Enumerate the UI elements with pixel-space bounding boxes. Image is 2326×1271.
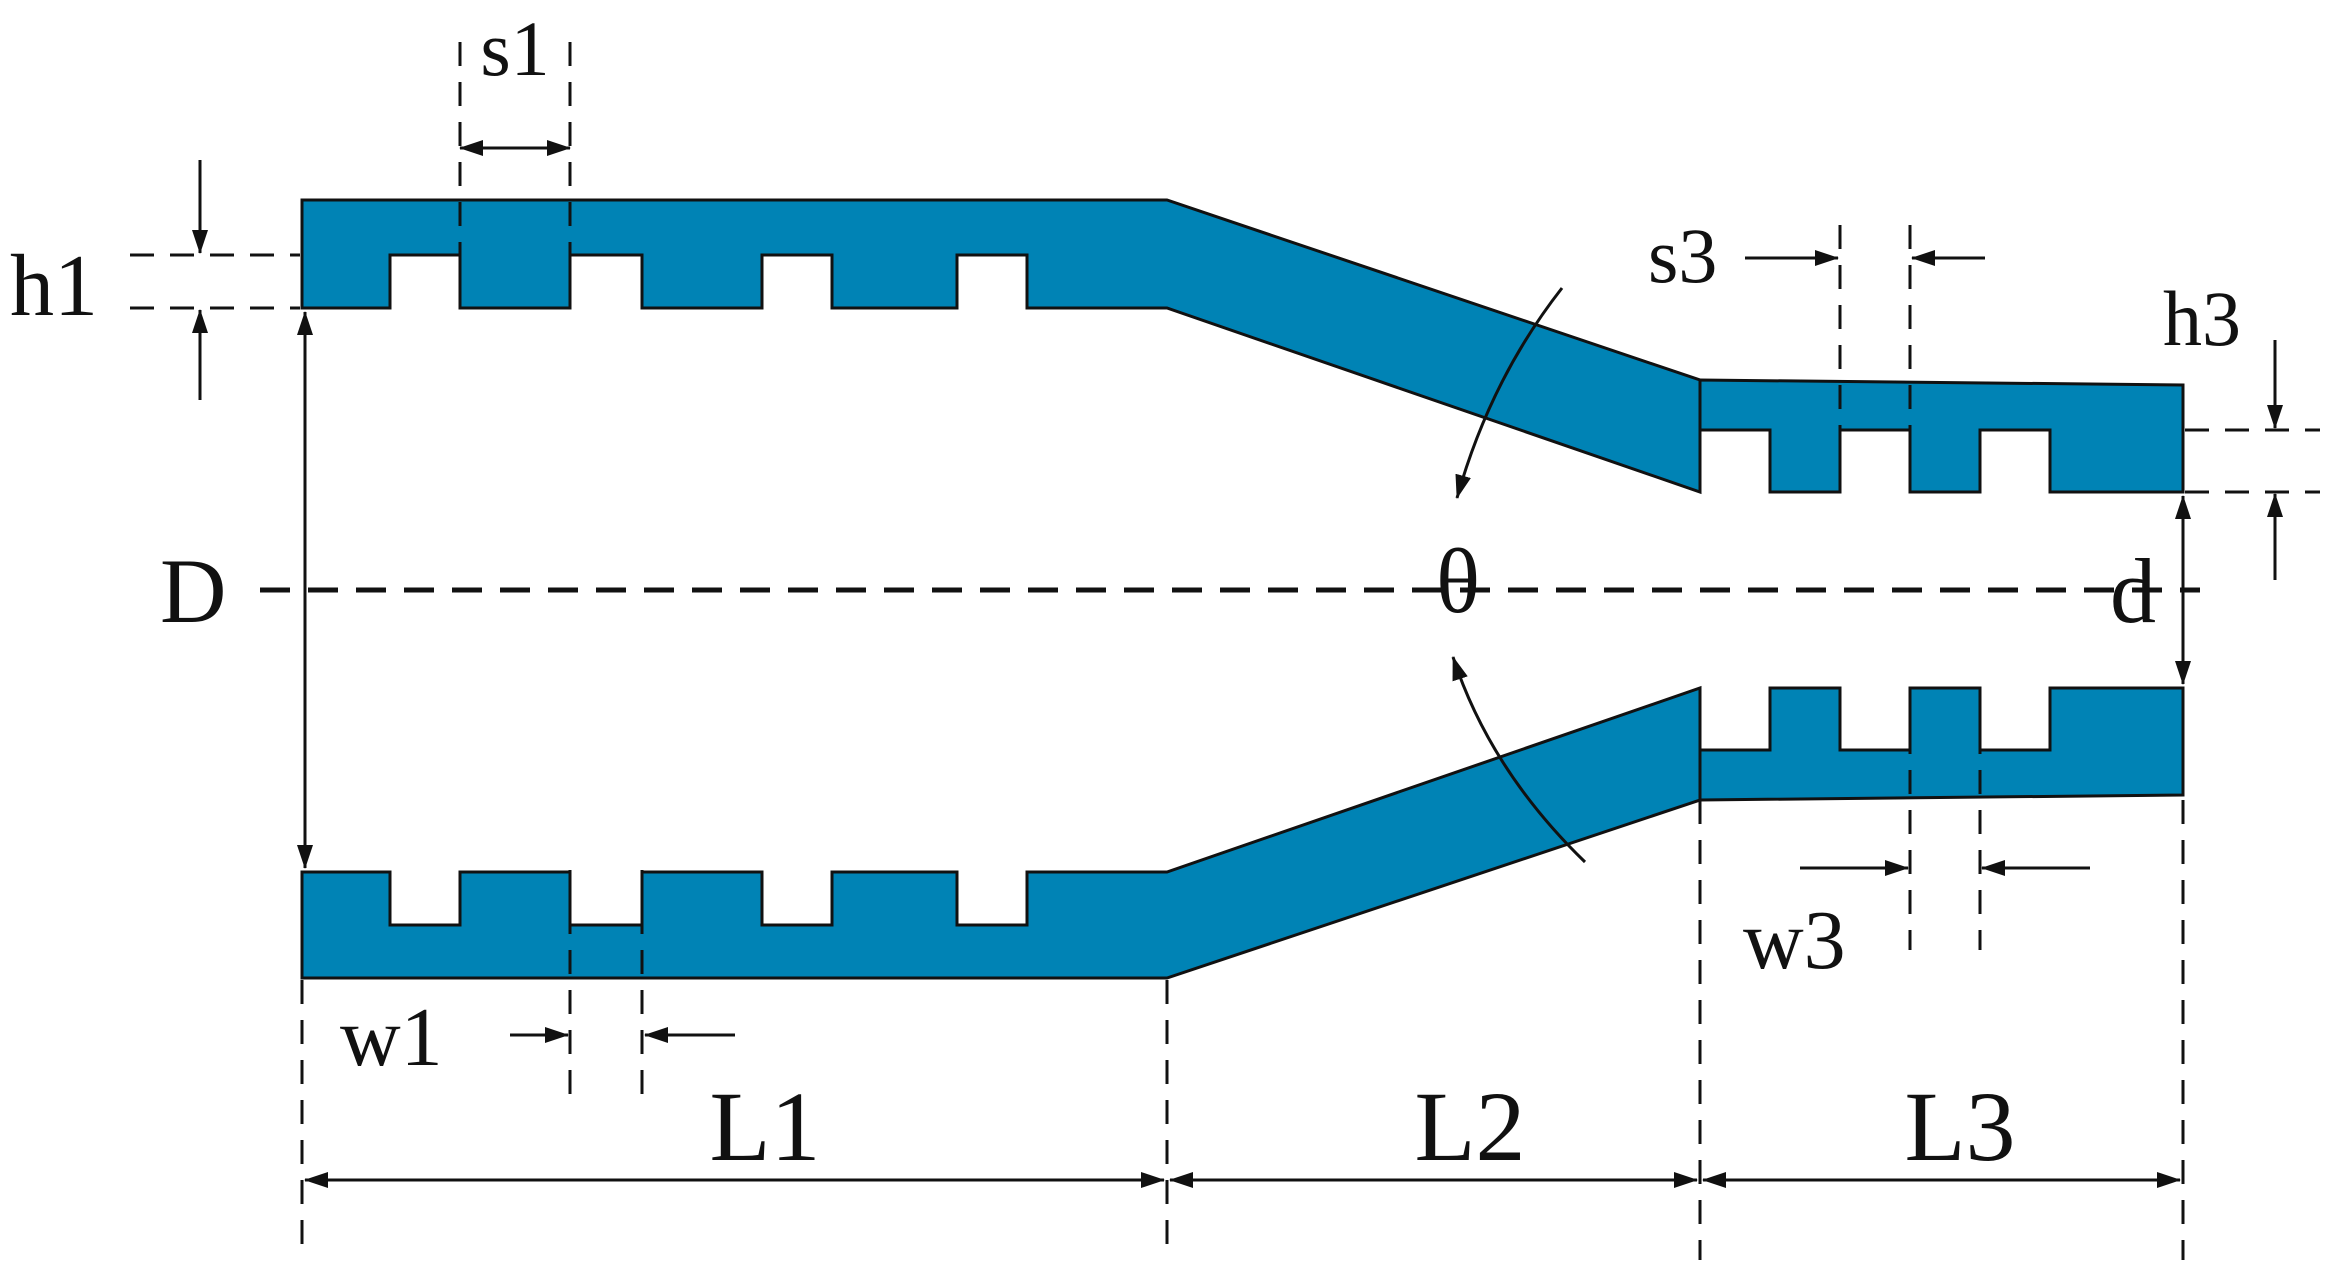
label-L2: L2 [1414, 1071, 1525, 1182]
waveguide-body [300, 198, 2185, 980]
label-L3: L3 [1904, 1071, 2015, 1182]
lower-wall-l3 [1698, 686, 2185, 802]
theta-arc-lower [1451, 656, 1587, 864]
upper-wall-l3 [1698, 378, 2185, 494]
label-w3: w3 [1743, 894, 1846, 987]
label-s3: s3 [1648, 212, 1717, 299]
lower-wall-l1-taper [300, 685, 1702, 980]
label-theta: θ [1436, 530, 1480, 632]
guide-lines [130, 42, 2320, 1260]
label-d: d [2110, 540, 2156, 642]
label-h1: h1 [10, 238, 98, 335]
upper-wall-l1-taper [300, 198, 1702, 495]
dimension-arrows [192, 140, 2283, 1188]
theta-arc-upper [1455, 287, 1564, 499]
labels: s1 h1 D θ s3 h3 d w1 w3 L1 L2 L3 [10, 5, 2241, 1182]
label-L1: L1 [709, 1071, 820, 1182]
label-D: D [160, 540, 226, 642]
label-s1: s1 [480, 5, 549, 92]
label-h3: h3 [2163, 275, 2241, 362]
label-w1: w1 [340, 991, 443, 1084]
